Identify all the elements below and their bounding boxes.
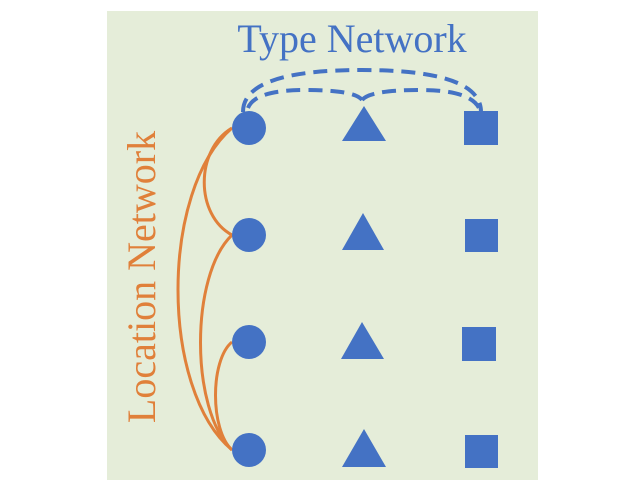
square-node [465, 435, 498, 468]
triangle-node [342, 213, 384, 250]
type-network-label: Type Network [237, 16, 466, 61]
square-node [465, 219, 498, 252]
location-edge-1-4 [176, 126, 233, 452]
circle-node [232, 218, 266, 252]
location-network-label: Location Network [119, 131, 164, 423]
location-edge-2-4 [199, 233, 234, 452]
circle-node [232, 111, 266, 145]
circle-node [232, 433, 266, 467]
type-edge-circle-triangle [246, 87, 364, 109]
location-edge-3-4 [214, 340, 234, 452]
triangle-node [342, 106, 386, 141]
circle-node [232, 325, 266, 359]
type-edge-circle-square [241, 67, 483, 113]
type-edge-triangle-square [360, 87, 481, 110]
triangle-node [341, 322, 384, 359]
square-node [462, 327, 496, 361]
triangle-node [342, 429, 386, 467]
square-node [464, 111, 498, 145]
